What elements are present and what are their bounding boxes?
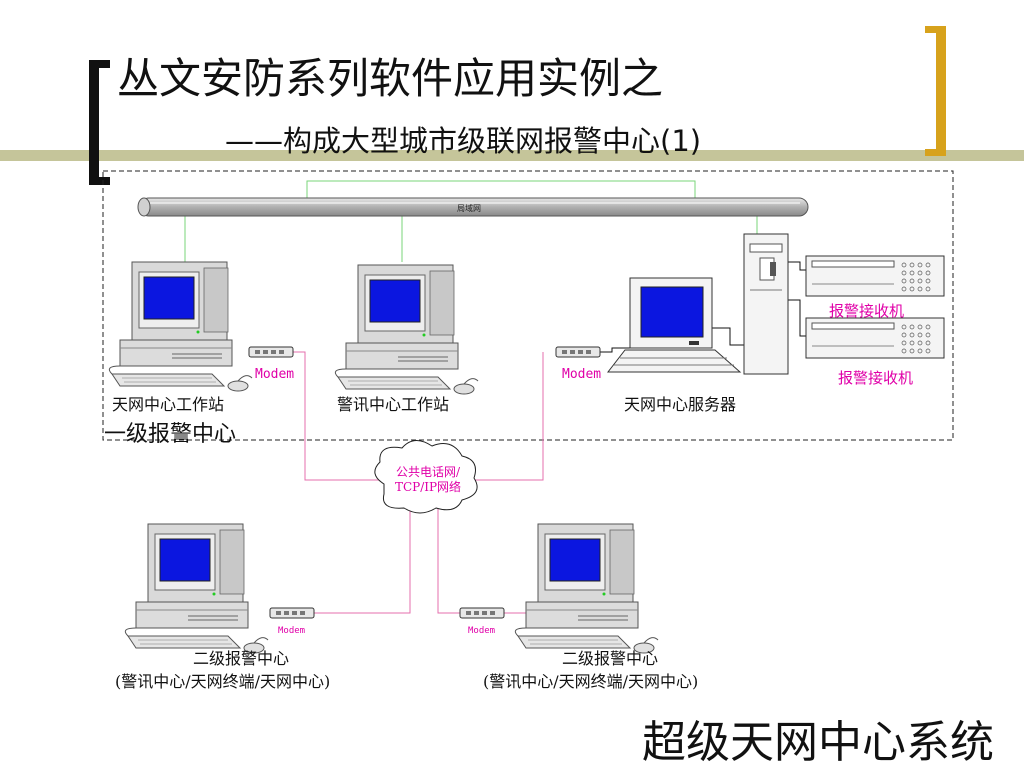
phone-links <box>293 351 544 614</box>
alarm-receiver-1-device <box>805 255 945 297</box>
modem-icon-level2-right <box>459 607 505 619</box>
lan-links <box>184 180 758 262</box>
modem-label-server: Modem <box>562 367 602 382</box>
footer-system-name: 超级天网中心系统 <box>642 717 994 768</box>
lan-label: 局域网 <box>457 204 481 213</box>
header-stripe <box>0 150 1024 161</box>
slide-title: 丛文安防系列软件应用实例之 <box>117 54 664 103</box>
skynet-server-label: 天网中心服务器 <box>624 395 737 414</box>
lan-bus <box>137 197 809 217</box>
level2-right-computer <box>514 523 659 654</box>
skynet-workstation-label: 天网中心工作站 <box>112 395 225 414</box>
server-monitor <box>606 277 742 373</box>
modem-icon-server <box>555 346 601 358</box>
modem-label-level2-left: Modem <box>278 626 306 636</box>
level2-right-title: 二级报警中心 <box>562 649 659 668</box>
level2-right-subtitle: (警讯中心/天网终端/天网中心) <box>483 672 699 691</box>
server-links <box>600 261 806 353</box>
police-workstation-label: 警讯中心工作站 <box>337 395 450 414</box>
left-bracket <box>89 60 110 185</box>
right-bracket <box>925 26 946 156</box>
level2-left-computer <box>124 523 269 654</box>
level1-center-label: 一级报警中心 <box>104 422 237 447</box>
modem-icon-level2-left <box>269 607 315 619</box>
slide-subtitle: ——构成大型城市级联网报警中心(1) <box>225 124 702 158</box>
network-cloud-label: 公共电话网/ TCP/IP网络 <box>379 465 477 495</box>
network-cloud-line-2: TCP/IP网络 <box>394 480 462 494</box>
network-cloud-icon <box>374 440 478 514</box>
skynet-workstation-computer <box>108 261 253 392</box>
alarm-receiver-2-device <box>805 317 945 359</box>
modem-label-level2-right: Modem <box>468 626 496 636</box>
police-workstation-computer <box>334 264 479 395</box>
alarm-receiver-1-label: 报警接收机 <box>829 302 905 320</box>
modem-icon-left <box>248 346 294 358</box>
level2-left-subtitle: (警讯中心/天网终端/天网中心) <box>115 672 331 691</box>
level2-left-title: 二级报警中心 <box>193 649 290 668</box>
network-cloud-line-1: 公共电话网/ <box>395 465 461 479</box>
level1-frame <box>102 170 954 441</box>
alarm-receiver-2-label: 报警接收机 <box>838 369 914 387</box>
modem-label-left: Modem <box>255 367 295 382</box>
server-tower <box>743 233 789 375</box>
